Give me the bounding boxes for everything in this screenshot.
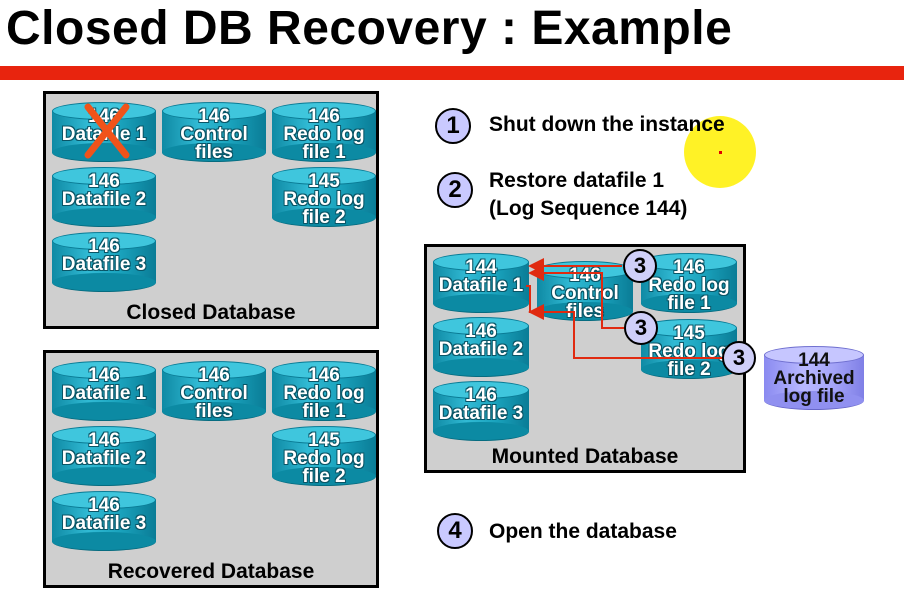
step-2-line-1: Restore datafile 1 — [489, 169, 665, 192]
step-3-badge-archive: 3 — [722, 341, 756, 375]
step-4-text: Open the database — [489, 520, 677, 543]
recovered-database-label: Recovered Database — [107, 560, 315, 583]
step-3-badge-middle: 3 — [624, 311, 658, 345]
step-2-badge: 2 — [437, 172, 473, 208]
step-2-line-2: (Log Sequence 144) — [489, 197, 688, 220]
slide-title: Closed DB Recovery : Example — [6, 2, 733, 55]
step-1-badge: 1 — [435, 108, 471, 144]
mounted-database-label: Mounted Database — [491, 445, 679, 468]
step-3-badge-top: 3 — [623, 249, 657, 283]
damaged-cross-icon — [84, 103, 130, 159]
title-underline-bar — [0, 66, 904, 80]
arrow-redo-2-to-datafile-1 — [528, 265, 624, 329]
step-4-badge: 4 — [437, 513, 473, 549]
closed-database-label: Closed Database — [126, 301, 296, 324]
cursor-dot — [719, 151, 722, 154]
step-1-text: Shut down the instance — [489, 113, 725, 136]
